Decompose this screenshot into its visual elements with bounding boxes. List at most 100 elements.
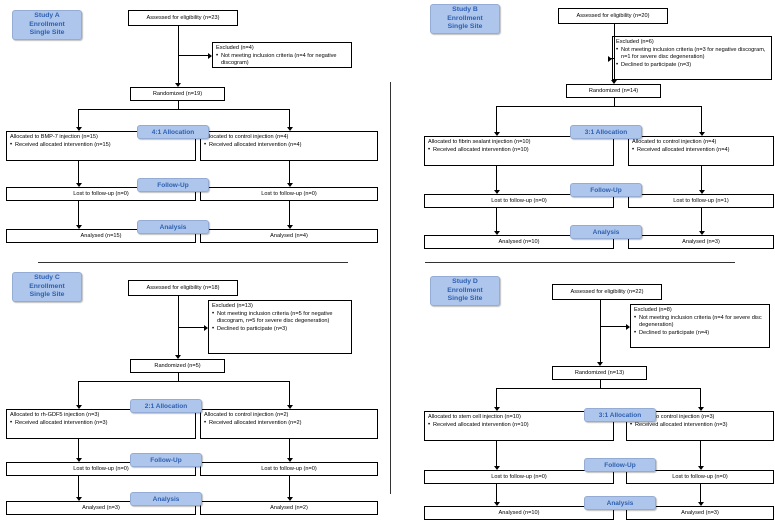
right-allocation-box-bullet: •Received allocated intervention (n=4) bbox=[632, 147, 770, 154]
right-allocation-box: Allocated to control injection (n=2)•Rec… bbox=[200, 409, 378, 439]
vertical-separator bbox=[390, 82, 391, 494]
right-lost-box: Lost to follow-up (n=0) bbox=[200, 187, 378, 201]
bullet-dot: • bbox=[10, 419, 13, 426]
right-arm-arrow-head bbox=[698, 132, 705, 136]
excluded-box: Excluded (n=6)•Not meeting inclusion cri… bbox=[612, 36, 772, 80]
right-lost-box: Lost to follow-up (n=0) bbox=[200, 462, 378, 476]
bullet-dot: • bbox=[204, 141, 207, 148]
followup-label: Follow-Up bbox=[137, 178, 209, 192]
excluded-item-text: Declined to participate (n=4) bbox=[639, 329, 710, 336]
excluded-item-text: Not meeting inclusion criteria (n=3 for … bbox=[621, 46, 766, 60]
right-followup-arrow-line bbox=[289, 161, 290, 184]
left-followup-arrow-line bbox=[78, 439, 79, 459]
bullet-dot: • bbox=[204, 419, 207, 426]
left-followup-arrow-head bbox=[75, 183, 82, 187]
right-analysis-arrow-line bbox=[289, 476, 290, 498]
right-arm-arrow-line bbox=[289, 381, 290, 406]
to-excluded-arrow-head bbox=[204, 324, 208, 331]
arm-branch-line bbox=[496, 388, 700, 389]
left-analysis-arrow-head bbox=[75, 497, 82, 501]
right-followup-arrow-head bbox=[697, 466, 704, 470]
excluded-item-text: Not meeting inclusion criteria (n=4 for … bbox=[221, 52, 337, 66]
right-lost-box: Lost to follow-up (n=1) bbox=[628, 194, 774, 208]
split-line bbox=[613, 98, 615, 106]
randomized-box: Randomized (n=13) bbox=[552, 366, 647, 380]
left-allocation-box: Allocated to rh-GDF5 injection (n=3)•Rec… bbox=[6, 409, 196, 439]
allocation-label: 3:1 Allocation bbox=[584, 408, 656, 422]
to-randomized-arrow-head bbox=[175, 83, 181, 87]
excluded-item-text: Declined to participate (n=3) bbox=[217, 325, 288, 332]
left-analysis-arrow-line bbox=[496, 208, 497, 232]
excluded-item: •Declined to participate (n=3) bbox=[616, 62, 768, 69]
right-analysis-arrow-head bbox=[698, 231, 705, 235]
left-allocation-box-bullet-text: Received allocated intervention (n=3) bbox=[15, 419, 108, 426]
right-arm-arrow-head bbox=[697, 407, 704, 411]
right-analysis-arrow-head bbox=[286, 225, 293, 229]
left-allocation-box-bullet: •Received allocated intervention (n=10) bbox=[428, 422, 610, 429]
right-allocation-box-heading: Allocated to control injection (n=2) bbox=[204, 412, 289, 418]
right-lost-box: Lost to follow-up (n=0) bbox=[626, 470, 774, 484]
excluded-item: •Not meeting inclusion criteria (n=4 for… bbox=[216, 53, 348, 67]
bullet-dot: • bbox=[428, 421, 431, 428]
left-arm-arrow-head bbox=[75, 405, 82, 409]
right-allocation-box-bullet-text: Received allocated intervention (n=3) bbox=[635, 421, 728, 428]
bullet-dot: • bbox=[616, 61, 619, 68]
excluded-item-text: Not meeting inclusion criteria (n=4 for … bbox=[639, 314, 762, 328]
right-allocation-box: Allocated to control injection (n=4)•Rec… bbox=[628, 136, 774, 166]
left-allocation-box-bullet-text: Received allocated intervention (n=10) bbox=[433, 421, 529, 428]
bullet-dot: • bbox=[632, 146, 635, 153]
right-arm-arrow-head bbox=[286, 127, 293, 131]
right-allocation-box-bullet-text: Received allocated intervention (n=2) bbox=[209, 419, 302, 426]
bullet-dot: • bbox=[616, 46, 619, 53]
excluded-heading: Excluded (n=4) bbox=[216, 45, 254, 51]
site-label: Single Site bbox=[447, 295, 483, 303]
right-allocation-box-bullet: •Received allocated intervention (n=2) bbox=[204, 420, 374, 427]
site-label: Single Site bbox=[29, 29, 65, 37]
right-analysis-arrow-line bbox=[700, 484, 701, 503]
right-analysed-box: Analysed (n=4) bbox=[200, 229, 378, 243]
right-analysed-box: Analysed (n=2) bbox=[200, 501, 378, 515]
to-excluded-arrow-head bbox=[626, 323, 630, 330]
excluded-heading: Excluded (n=8) bbox=[634, 307, 672, 313]
left-followup-arrow-line bbox=[78, 161, 79, 184]
site-label: Single Site bbox=[447, 23, 483, 31]
right-followup-arrow-head bbox=[286, 183, 293, 187]
left-followup-arrow-head bbox=[493, 466, 500, 470]
left-analysis-arrow-line bbox=[496, 484, 497, 503]
assessed-box: Assessed for eligibility (n=22) bbox=[552, 284, 662, 300]
excluded-item: •Declined to participate (n=3) bbox=[212, 326, 348, 333]
right-allocation-box-bullet: •Received allocated intervention (n=3) bbox=[630, 422, 770, 429]
enrollment-title: Study C Enrollment bbox=[29, 274, 65, 290]
right-analysed-box: Analysed (n=3) bbox=[628, 235, 774, 249]
bullet-dot: • bbox=[428, 146, 431, 153]
excluded-item-text: Not meeting inclusion criteria (n=5 for … bbox=[217, 310, 333, 324]
right-allocation-box-heading: Allocated to control injection (n=3) bbox=[630, 414, 715, 420]
right-arm-arrow-line bbox=[289, 109, 290, 128]
bullet-dot: • bbox=[634, 314, 637, 321]
split-line bbox=[177, 101, 179, 109]
left-allocation-box-bullet: •Received allocated intervention (n=3) bbox=[10, 420, 192, 427]
bullet-dot: • bbox=[216, 52, 219, 59]
right-allocation-box-bullet-text: Received allocated intervention (n=4) bbox=[637, 146, 730, 153]
left-arm-arrow-head bbox=[493, 132, 500, 136]
enrollment-title: Study A Enrollment bbox=[29, 12, 65, 28]
to-randomized-arrow-line bbox=[599, 300, 601, 363]
to-randomized-arrow-head bbox=[597, 362, 603, 366]
to-excluded-arrow-head bbox=[608, 55, 612, 62]
left-arm-arrow-line bbox=[78, 109, 79, 128]
left-arm-arrow-line bbox=[496, 388, 497, 408]
arm-branch-line bbox=[78, 109, 289, 110]
bullet-dot: • bbox=[10, 141, 13, 148]
to-excluded-arrow-line bbox=[599, 326, 627, 327]
left-followup-arrow-head bbox=[493, 190, 500, 194]
assessed-box: Assessed for eligibility (n=18) bbox=[128, 280, 238, 296]
left-arm-arrow-head bbox=[75, 127, 82, 131]
analysis-label: Analysis bbox=[130, 492, 202, 506]
right-arm-arrow-line bbox=[700, 388, 701, 408]
right-allocation-box: Allocated to control injection (n=4)•Rec… bbox=[200, 131, 378, 161]
left-analysed-box: Analysed (n=10) bbox=[424, 235, 614, 249]
